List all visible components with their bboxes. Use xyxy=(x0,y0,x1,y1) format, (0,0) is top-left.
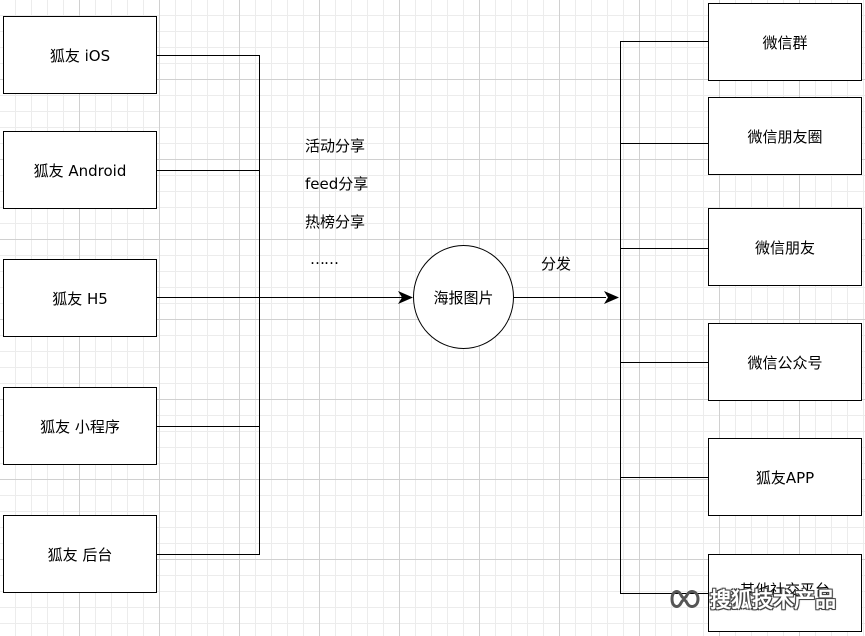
arrow-head xyxy=(398,291,413,304)
source-box-h5: 狐友 H5 xyxy=(3,259,157,337)
connector-line xyxy=(620,143,708,144)
source-box-ios: 狐友 iOS xyxy=(3,16,157,94)
target-box-wechat-group: 微信群 xyxy=(708,3,862,81)
connector-line xyxy=(157,426,260,427)
source-box-miniprogram: 狐友 小程序 xyxy=(3,387,157,465)
target-box-wechat-official-account: 微信公众号 xyxy=(708,323,862,401)
target-box-other-social: 其他社交平台 xyxy=(708,554,862,632)
connector-line xyxy=(620,248,708,249)
share-type-label: feed分享 xyxy=(305,175,369,193)
arrow-line-to-center xyxy=(157,297,409,298)
poster-image-node: 海报图片 xyxy=(413,245,514,349)
connector-line xyxy=(157,170,260,171)
watermark: 搜狐技术产品 xyxy=(668,582,836,616)
connector-line xyxy=(157,55,260,56)
merge-line xyxy=(259,55,260,555)
arrow-head xyxy=(604,291,619,304)
connector-line xyxy=(157,554,260,555)
distribute-label: 分发 xyxy=(541,255,572,273)
share-type-label: …… xyxy=(310,250,339,268)
connector-line xyxy=(620,477,708,478)
connector-line xyxy=(620,362,708,363)
distribution-line xyxy=(620,41,621,594)
target-box-wechat-friend: 微信朋友 xyxy=(708,208,862,286)
source-box-android: 狐友 Android xyxy=(3,131,157,209)
arrow-line-to-targets xyxy=(514,297,606,298)
watermark-text: 搜狐技术产品 xyxy=(710,588,836,612)
connector-line xyxy=(620,41,708,42)
wechat-channel-icon xyxy=(670,590,700,608)
share-type-label: 活动分享 xyxy=(305,137,366,155)
target-box-wechat-moments: 微信朋友圈 xyxy=(708,97,862,175)
target-box-huyou-app: 狐友APP xyxy=(708,438,862,516)
connector-line xyxy=(620,593,708,594)
share-type-label: 热榜分享 xyxy=(305,213,366,231)
source-box-backend: 狐友 后台 xyxy=(3,515,157,593)
poster-image-label: 海报图片 xyxy=(433,288,494,307)
